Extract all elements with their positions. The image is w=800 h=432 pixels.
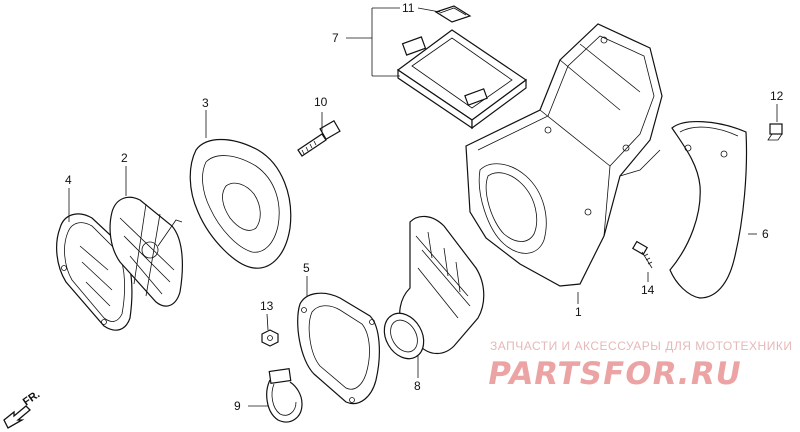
callout-5: 5 [303,261,310,275]
part-6-side-cover [669,121,748,299]
callout-10: 10 [314,95,328,109]
callout-8: 8 [414,379,421,393]
callout-2: 2 [121,151,128,165]
front-direction-arrow: FR. [3,388,42,429]
part-1-air-cleaner-case [465,23,663,287]
callout-9: 9 [234,399,241,413]
watermark: ЗАПЧАСТИ И АКСЕССУАРЫ ДЛЯ МОТОТЕХНИКИ PA… [485,339,792,392]
callout-numbers: 1 2 3 4 5 6 7 8 9 10 11 12 13 14 [65,1,784,413]
callout-7: 7 [332,31,339,45]
callout-6: 6 [762,227,769,241]
watermark-subtitle: ЗАПЧАСТИ И АКСЕССУАРЫ ДЛЯ МОТОТЕХНИКИ [490,339,792,353]
watermark-brand: PARTSFOR.RU [485,356,745,392]
part-9-clamp [266,367,303,423]
callout-1: 1 [575,305,582,319]
callout-14: 14 [641,283,655,297]
part-7-cover [396,29,528,130]
callout-3: 3 [202,96,209,110]
callout-11: 11 [402,1,415,15]
front-label: FR. [21,388,42,408]
callout-12: 12 [770,89,784,103]
part-14-bolt [631,240,653,269]
callout-4: 4 [65,173,72,187]
callout-13: 13 [260,299,274,313]
part-2-element-holder [109,196,183,307]
part-11-seal [434,5,472,23]
arrow-icon [3,405,31,429]
part-13-nut [261,329,279,347]
part-3-air-filter-element [189,139,292,269]
part-8-connecting-tube [383,215,485,360]
part-10-screw [297,119,341,157]
part-5-gasket [297,292,380,405]
part-12-bolt [767,123,783,141]
leader-lines [68,7,778,407]
